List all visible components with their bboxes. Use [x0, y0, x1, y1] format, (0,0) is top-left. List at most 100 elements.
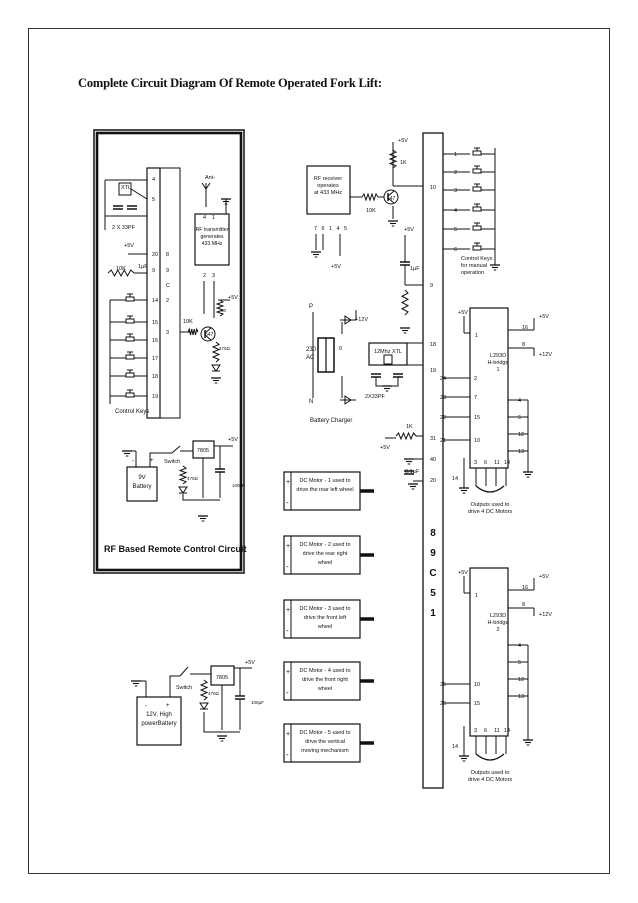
- ic-pin-number: 16: [522, 325, 528, 331]
- transmitter-panel: [93, 129, 245, 574]
- battery-minus: -: [132, 458, 134, 464]
- ic-pin-number: 14: [504, 728, 510, 734]
- wire: [387, 197, 395, 204]
- ic-pin-number: 11: [494, 728, 500, 734]
- h-bridge-outputs-label: Outputs used to: [471, 770, 510, 776]
- regulator-label: 7805: [216, 675, 228, 681]
- plus5v-label: +5V: [245, 660, 255, 666]
- mcu-label: 5: [430, 588, 436, 599]
- mcu-label: 9: [430, 548, 436, 559]
- ic-pin-number: 16: [522, 585, 528, 591]
- motor-label: wheel: [317, 624, 332, 630]
- wire: [130, 188, 148, 200]
- motor-label: DC Motor - 3 used to: [299, 606, 350, 612]
- encoder-ic: [146, 167, 161, 419]
- mcu-pin-number: 10: [430, 185, 436, 191]
- mcu-pin-number: 26: [440, 701, 446, 707]
- ic-pin-number: 8: [166, 252, 169, 258]
- ic-pin-number: 3: [166, 330, 169, 336]
- ic-pin-number: 1: [475, 333, 478, 339]
- resistor-label: 10K: [366, 208, 376, 214]
- motor-plus-terminal: +: [286, 607, 290, 614]
- ic-pin-number: 6: [484, 460, 487, 466]
- ic-pin-number: 10: [474, 438, 480, 444]
- resistor-label: 10K: [183, 319, 193, 325]
- mcu-label: 8: [430, 528, 436, 539]
- module-pin-number: 2: [203, 273, 206, 279]
- key-pin-number: 5: [454, 227, 457, 233]
- wire: [205, 182, 211, 190]
- motor-minus-terminal: -: [286, 688, 289, 697]
- h-bridge-outputs-label: drive 4 DC Motors: [468, 777, 513, 783]
- capacitor-label: 100µF: [232, 483, 245, 488]
- ic-pin-number: 5: [518, 660, 521, 666]
- motor-label: DC Motor - 1 used to: [299, 478, 350, 484]
- rf-receiver-label: RF receiver: [314, 176, 343, 182]
- motor-plus-terminal: +: [286, 731, 290, 738]
- motor-label: drive the front left: [304, 615, 347, 621]
- ic-pin-number: 15: [474, 415, 480, 421]
- ic-pin-number: 2: [166, 298, 169, 304]
- push-button: [472, 186, 482, 192]
- switch-label: Switch: [176, 685, 192, 691]
- rf-transmitter-label: RF transmitter: [196, 227, 229, 233]
- mcu-pin-number: 31: [430, 436, 436, 442]
- crystal-block: [368, 342, 408, 366]
- wire: [204, 327, 212, 334]
- key-pin-number: 1: [454, 152, 457, 158]
- ic-pin-number: 17: [152, 356, 158, 362]
- key-pin-number: 4: [454, 208, 457, 214]
- control-keys-label: operation: [461, 270, 484, 276]
- battery-charger-label: Battery Charger: [310, 418, 352, 424]
- encoder-ic-body: [159, 167, 181, 419]
- motor-label: wheel: [317, 686, 332, 692]
- h-bridge-label: 1: [496, 367, 499, 373]
- motor-label: drive the rear right: [303, 551, 348, 557]
- resistor: [400, 289, 410, 316]
- module-pin-number: 6: [322, 226, 325, 232]
- charger-zero-label: 0: [339, 346, 342, 352]
- transistor-label: 547: [205, 332, 214, 338]
- plus12v-label: +12V: [539, 352, 552, 358]
- motor-plus-terminal: +: [286, 479, 290, 486]
- wire: [171, 445, 181, 454]
- resistor: [187, 327, 199, 336]
- mcu-label: 1: [430, 608, 436, 619]
- led-icon: [199, 702, 209, 710]
- motor-label: DC Motor - 4 used to: [299, 668, 350, 674]
- wire: [203, 712, 240, 733]
- ic-pin-number: 5: [152, 197, 155, 203]
- battery-plus: +: [150, 458, 154, 464]
- push-button: [125, 296, 135, 302]
- module-pin-number: 3: [212, 273, 215, 279]
- ic-pin-number: 15: [152, 320, 158, 326]
- charger-n-label: N: [309, 399, 313, 405]
- ic-pin-number: 8: [522, 342, 525, 348]
- key-pin-number: 2: [454, 170, 457, 176]
- h-bridge-1: [469, 307, 509, 469]
- wire: [182, 494, 220, 501]
- ic-pin-number: C: [166, 283, 170, 289]
- wire: [387, 190, 395, 197]
- wire: [149, 452, 172, 459]
- plus5v-label: +5V: [124, 243, 134, 249]
- battery-plus: +: [166, 703, 170, 709]
- ic-pin-number: 14: [152, 298, 158, 304]
- regulator-label: 7805: [197, 448, 209, 454]
- ic-pin-number: 18: [152, 374, 158, 380]
- ic-pin-number: 20: [152, 252, 158, 258]
- resistor: [361, 192, 379, 202]
- ic-pin-number: 10: [474, 682, 480, 688]
- key-pin-number: 3: [454, 188, 457, 194]
- crystal-label: 12Mhz XTL: [374, 349, 402, 355]
- capacitor-label: 100µF: [251, 700, 264, 705]
- motor-plus-terminal: +: [286, 543, 290, 550]
- crystal-icon: [383, 354, 393, 365]
- wire: [204, 334, 212, 341]
- ic-pin-number: 4: [152, 177, 155, 183]
- mcu-pin-number: 25: [440, 682, 446, 688]
- ic-pin-number: 3: [474, 460, 477, 466]
- h-bridge-2: [469, 567, 509, 737]
- h-bridge-label: H-bridge: [487, 360, 508, 366]
- plus5v-label: +5V: [398, 138, 408, 144]
